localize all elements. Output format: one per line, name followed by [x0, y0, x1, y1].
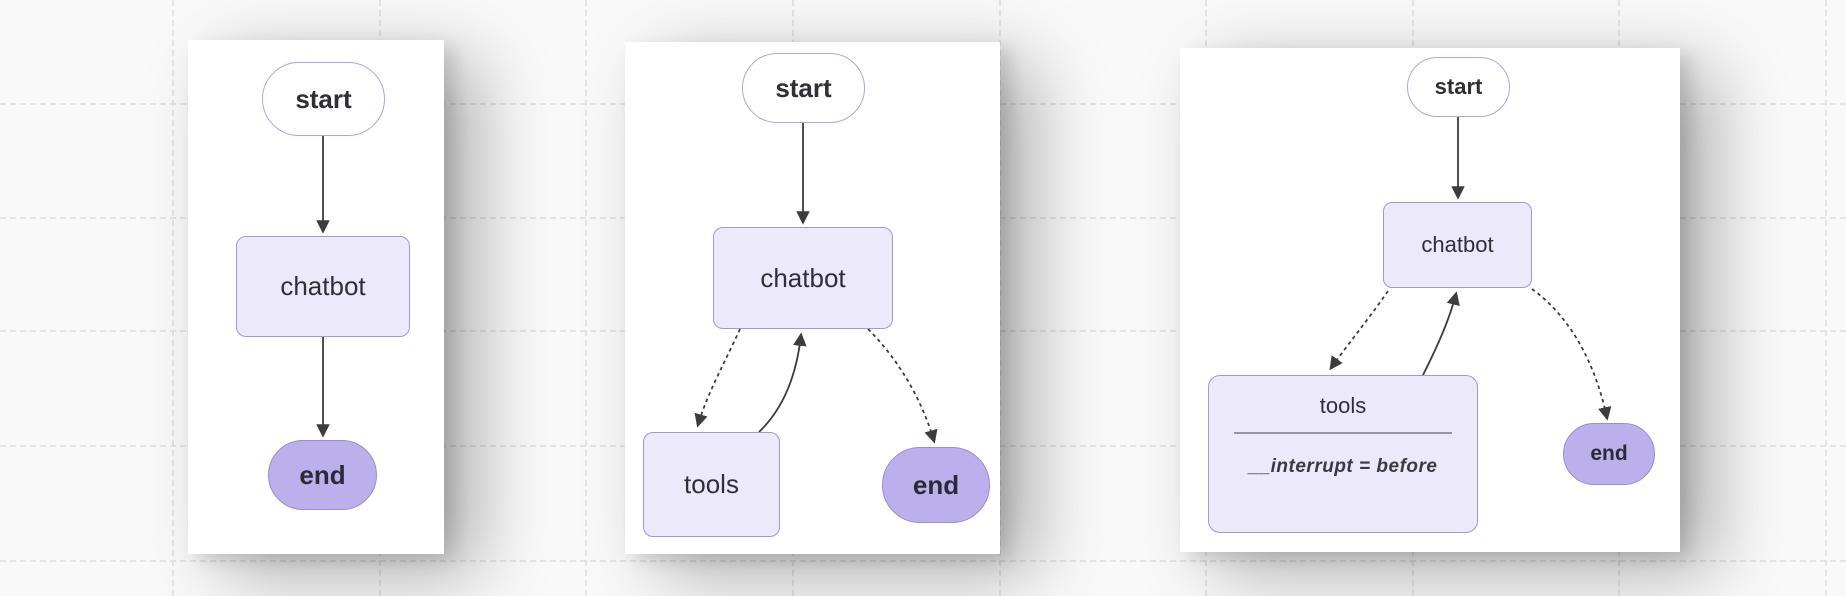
node-tools-label: tools [684, 469, 739, 499]
grid-line-vertical [172, 0, 174, 596]
node-start: start [262, 62, 385, 136]
node-tools: tools [643, 432, 780, 537]
node-end-label: end [299, 459, 346, 490]
node-chatbot: chatbot [713, 227, 893, 329]
grid-line-vertical [999, 0, 1001, 596]
node-end: end [882, 447, 990, 523]
node-start: start [742, 53, 865, 123]
node-tools: tools __interrupt = before [1208, 375, 1478, 533]
edge-tools-chatbot [758, 332, 807, 433]
edges-layer [694, 123, 938, 444]
grid-line-horizontal [0, 560, 1846, 562]
node-end: end [268, 440, 377, 510]
node-chatbot: chatbot [1383, 202, 1532, 288]
node-end-label: end [1590, 442, 1628, 465]
node-start-label: start [1434, 74, 1483, 99]
node-end: end [1563, 423, 1655, 485]
node-tools-label: tools [1319, 393, 1367, 418]
graph-panel-interrupt: start chatbot tools __interrupt = before… [1180, 48, 1680, 552]
node-chatbot-label: chatbot [760, 262, 846, 293]
node-start: start [1407, 57, 1510, 117]
edges-layer [316, 136, 330, 438]
node-start-label: start [295, 83, 352, 114]
graph-panel-basic: start chatbot end [188, 40, 444, 554]
node-tools-divider [1234, 432, 1452, 434]
edge-chatbot-tools-dotted [694, 328, 741, 428]
grid-line-vertical [1825, 0, 1827, 596]
node-tools-interrupt-label: __interrupt = before [1248, 455, 1438, 477]
edge-chatbot-end-dotted [1531, 288, 1612, 421]
grid-line-vertical [585, 0, 587, 596]
graph-panel-tools: start chatbot tools end [625, 42, 1000, 554]
node-chatbot: chatbot [236, 236, 410, 337]
edge-chatbot-tools-dotted [1329, 290, 1389, 371]
node-chatbot-label: chatbot [1421, 232, 1494, 257]
edges-layer [1329, 117, 1612, 421]
edge-tools-chatbot [1422, 291, 1460, 376]
node-end-label: end [912, 469, 960, 500]
node-chatbot-label: chatbot [280, 271, 366, 301]
edge-chatbot-end-dotted [867, 328, 938, 444]
node-start-label: start [775, 72, 832, 103]
